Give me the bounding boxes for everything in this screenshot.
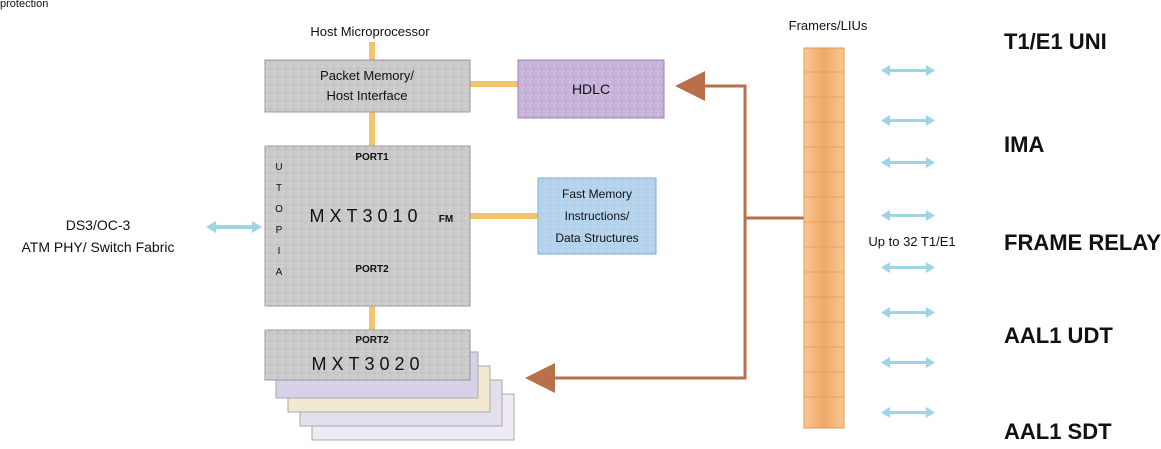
connectors — [369, 42, 538, 330]
fast-memory-line1: Fast Memory — [562, 187, 632, 201]
utopia-letter: I — [278, 246, 281, 257]
double-arrow-icon — [881, 157, 935, 168]
mxt3010-port2: PORT2 — [355, 264, 389, 275]
mxt3020-port-label: PORT2 — [355, 335, 389, 346]
mxt3010-port1: PORT1 — [355, 152, 389, 163]
service-label: AAL1 SDT — [1004, 419, 1112, 444]
framers-lius-label: Framers/LIUs — [789, 18, 868, 33]
mxt3010-label: MXT3010 — [309, 206, 422, 226]
packet-memory-block: Packet Memory/ Host Interface — [264, 59, 471, 113]
double-arrow-icon — [881, 115, 935, 126]
ds3-double-arrow-icon — [206, 221, 262, 233]
mxt3020-stack: PORT2 MXT3020 — [264, 329, 515, 441]
service-label: FRAME RELAY — [1004, 230, 1161, 255]
up-to-label: Up to 32 T1/E1 — [868, 234, 955, 249]
host-microprocessor-label: Host Microprocessor — [310, 24, 430, 39]
utopia-letter: A — [276, 267, 283, 278]
packet-memory-line2: Host Interface — [327, 88, 408, 103]
mxt3020-label: MXT3020 — [311, 354, 424, 374]
double-arrow-icon — [881, 65, 935, 76]
double-arrow-icon — [881, 210, 935, 221]
double-arrow-icon — [881, 307, 935, 318]
fast-memory-line3: Data Structures — [555, 231, 638, 245]
ds3-label-line2: ATM PHY/ Switch Fabric — [22, 239, 175, 255]
double-arrow-icon — [881, 357, 935, 368]
hdlc-block: HDLC — [517, 59, 665, 119]
double-arrow-icon — [881, 262, 935, 273]
utopia-letter: O — [275, 204, 283, 215]
routing-arrows — [525, 71, 808, 393]
fast-memory-block: Fast Memory Instructions/ Data Structure… — [537, 177, 657, 255]
utopia-letter: U — [275, 162, 282, 173]
utopia-letter: P — [276, 225, 283, 236]
service-label: AAL1 UDT — [1004, 323, 1113, 348]
caption-text: protection — [0, 0, 48, 10]
service-labels: T1/E1 UNI IMA FRAME RELAY AAL1 UDT AAL1 … — [1004, 29, 1161, 444]
mxt3010-block: PORT1 PORT2 MXT3010 FM U T O P I A — [264, 145, 471, 307]
service-label: T1/E1 UNI — [1004, 29, 1107, 54]
mxt3020-block: PORT2 MXT3020 — [264, 329, 471, 381]
mxt3010-fm-label: FM — [439, 214, 453, 225]
line-arrows — [881, 65, 935, 418]
framers-lius-column — [803, 47, 845, 429]
utopia-letters: U T O P I A — [275, 162, 283, 278]
fast-memory-line2: Instructions/ — [565, 209, 630, 223]
service-label: IMA — [1004, 132, 1044, 157]
ds3-label-line1: DS3/OC-3 — [66, 217, 131, 233]
double-arrow-icon — [881, 407, 935, 418]
hdlc-label: HDLC — [572, 81, 610, 97]
packet-memory-line1: Packet Memory/ — [320, 68, 414, 83]
utopia-letter: T — [276, 183, 282, 194]
